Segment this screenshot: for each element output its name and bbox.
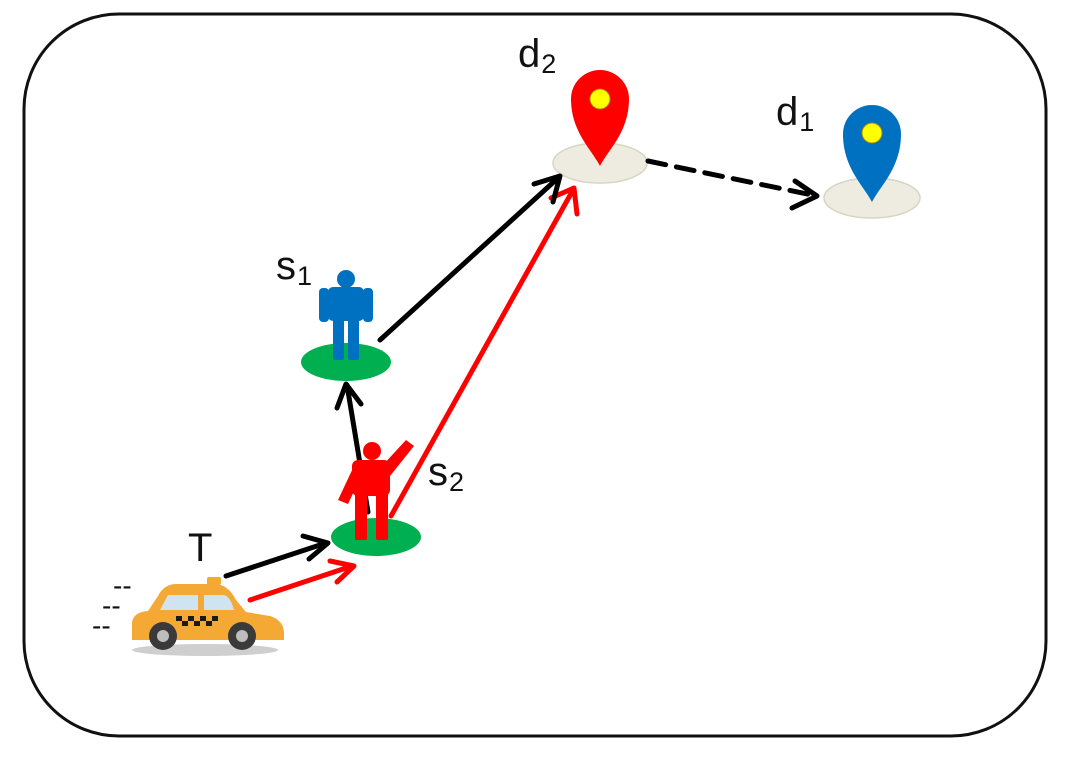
route-a-taxi-to-s2 [223,540,329,579]
route-a [223,158,820,579]
person-icon [319,270,373,360]
route-a-s1-to-d2 [377,175,561,343]
d2-label: d2 [518,32,557,79]
route-b-s2-to-d2 [388,187,576,519]
route-a-s2-to-s1-head [334,381,364,411]
taxi-label: T [188,526,213,570]
d2-pin [571,70,629,166]
route-a-d2-to-d1-head [789,178,820,211]
map-pin-icon [843,105,901,202]
route-a-d2-to-d1 [645,158,815,198]
d2-pin-dot [589,88,611,110]
frame-border [22,12,1048,738]
d1-label: d1 [776,90,815,137]
route-b [247,185,580,603]
route-a-taxi-to-s2-head [300,533,331,562]
person-waving-icon [338,440,414,540]
map-pin-icon [571,70,629,166]
route-b-taxi-to-s2 [247,563,355,603]
taxi-icon [132,577,284,656]
speed-mark: -- [113,570,132,601]
d1-pin [843,105,901,202]
speed-mark: -- [92,610,111,641]
route-b-taxi-to-s2-head [327,558,357,585]
route-a-s1-to-d2-head [531,173,563,205]
s1-label: s1 [276,244,313,291]
s2-label: s2 [428,450,465,497]
s1-spot [301,343,391,381]
route-b-s2-to-d2-head [548,185,580,217]
speed-mark: -- [102,590,121,621]
d1-pin-dot [861,122,883,144]
